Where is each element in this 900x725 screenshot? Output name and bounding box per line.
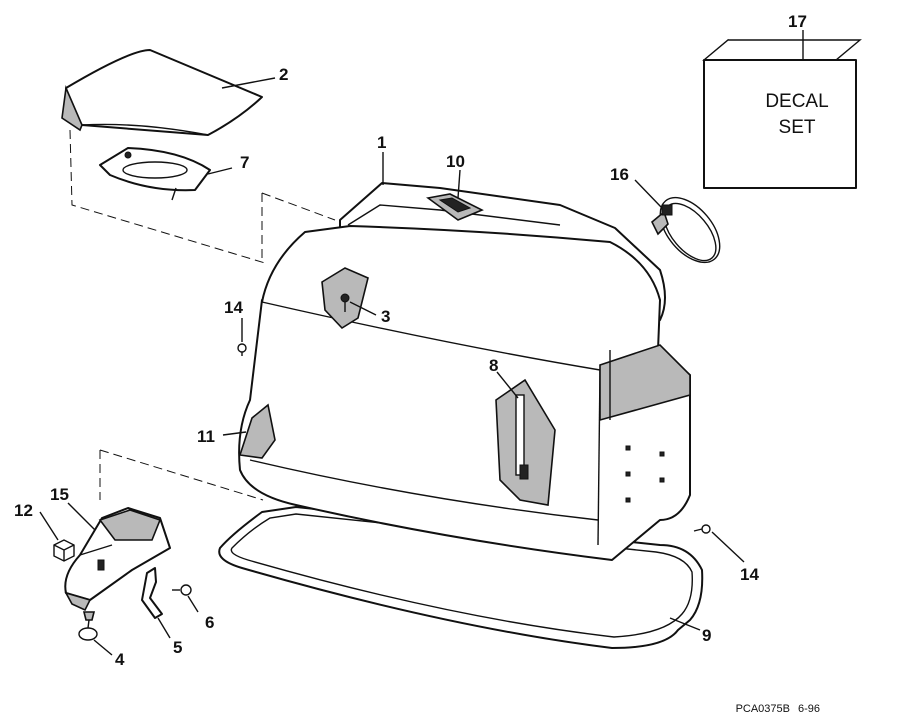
part-14-screw-lower xyxy=(693,524,711,534)
part-14-screw-upper xyxy=(237,343,247,356)
callout-12: 12 xyxy=(14,501,33,520)
part-8-latch-bracket xyxy=(495,378,556,506)
callout-6: 6 xyxy=(205,613,214,632)
part-16-cable xyxy=(651,196,721,264)
part-6-screw xyxy=(172,584,192,596)
cowl-holes xyxy=(625,445,665,503)
figure-code: PCA0375B xyxy=(736,703,790,715)
part-15-bracket xyxy=(64,507,171,612)
callout-4: 4 xyxy=(115,650,125,669)
part-1-cowl xyxy=(238,182,691,561)
decal-label-line2: SET xyxy=(779,117,816,138)
callout-10: 10 xyxy=(446,152,465,171)
callout-3: 3 xyxy=(381,307,390,326)
part-7-gasket xyxy=(99,147,211,201)
callout-1: 1 xyxy=(377,133,386,152)
part-4-bumper xyxy=(78,611,98,641)
callout-11: 11 xyxy=(197,427,215,446)
leader-lines xyxy=(39,30,804,656)
callout-17: 17 xyxy=(788,12,807,31)
callout-7: 7 xyxy=(240,153,249,172)
callout-2: 2 xyxy=(279,65,288,84)
figure-footer: PCA0375B 6-96 xyxy=(736,703,820,715)
part-11-clip xyxy=(238,403,276,459)
callouts: 1 2 3 4 5 6 7 8 9 10 11 12 14 14 15 16 1… xyxy=(14,12,807,669)
callout-15: 15 xyxy=(50,485,69,504)
part-2-top-cover xyxy=(61,49,263,136)
callout-9: 9 xyxy=(702,626,711,645)
decal-label-line1: DECAL xyxy=(765,91,828,112)
part-10-latch xyxy=(426,193,484,221)
part-12-block xyxy=(53,539,75,562)
callout-14-lower: 14 xyxy=(740,565,759,584)
callout-16: 16 xyxy=(610,165,629,184)
part-17-decal-set: DECAL SET xyxy=(702,38,862,190)
part-5-plate xyxy=(141,567,163,619)
callout-8: 8 xyxy=(489,356,498,375)
part-3-bracket xyxy=(321,267,369,330)
figure-date: 6-96 xyxy=(798,703,820,715)
callout-14-upper: 14 xyxy=(224,298,243,317)
callout-5: 5 xyxy=(173,638,182,657)
assembly-guide-lines xyxy=(69,129,336,501)
